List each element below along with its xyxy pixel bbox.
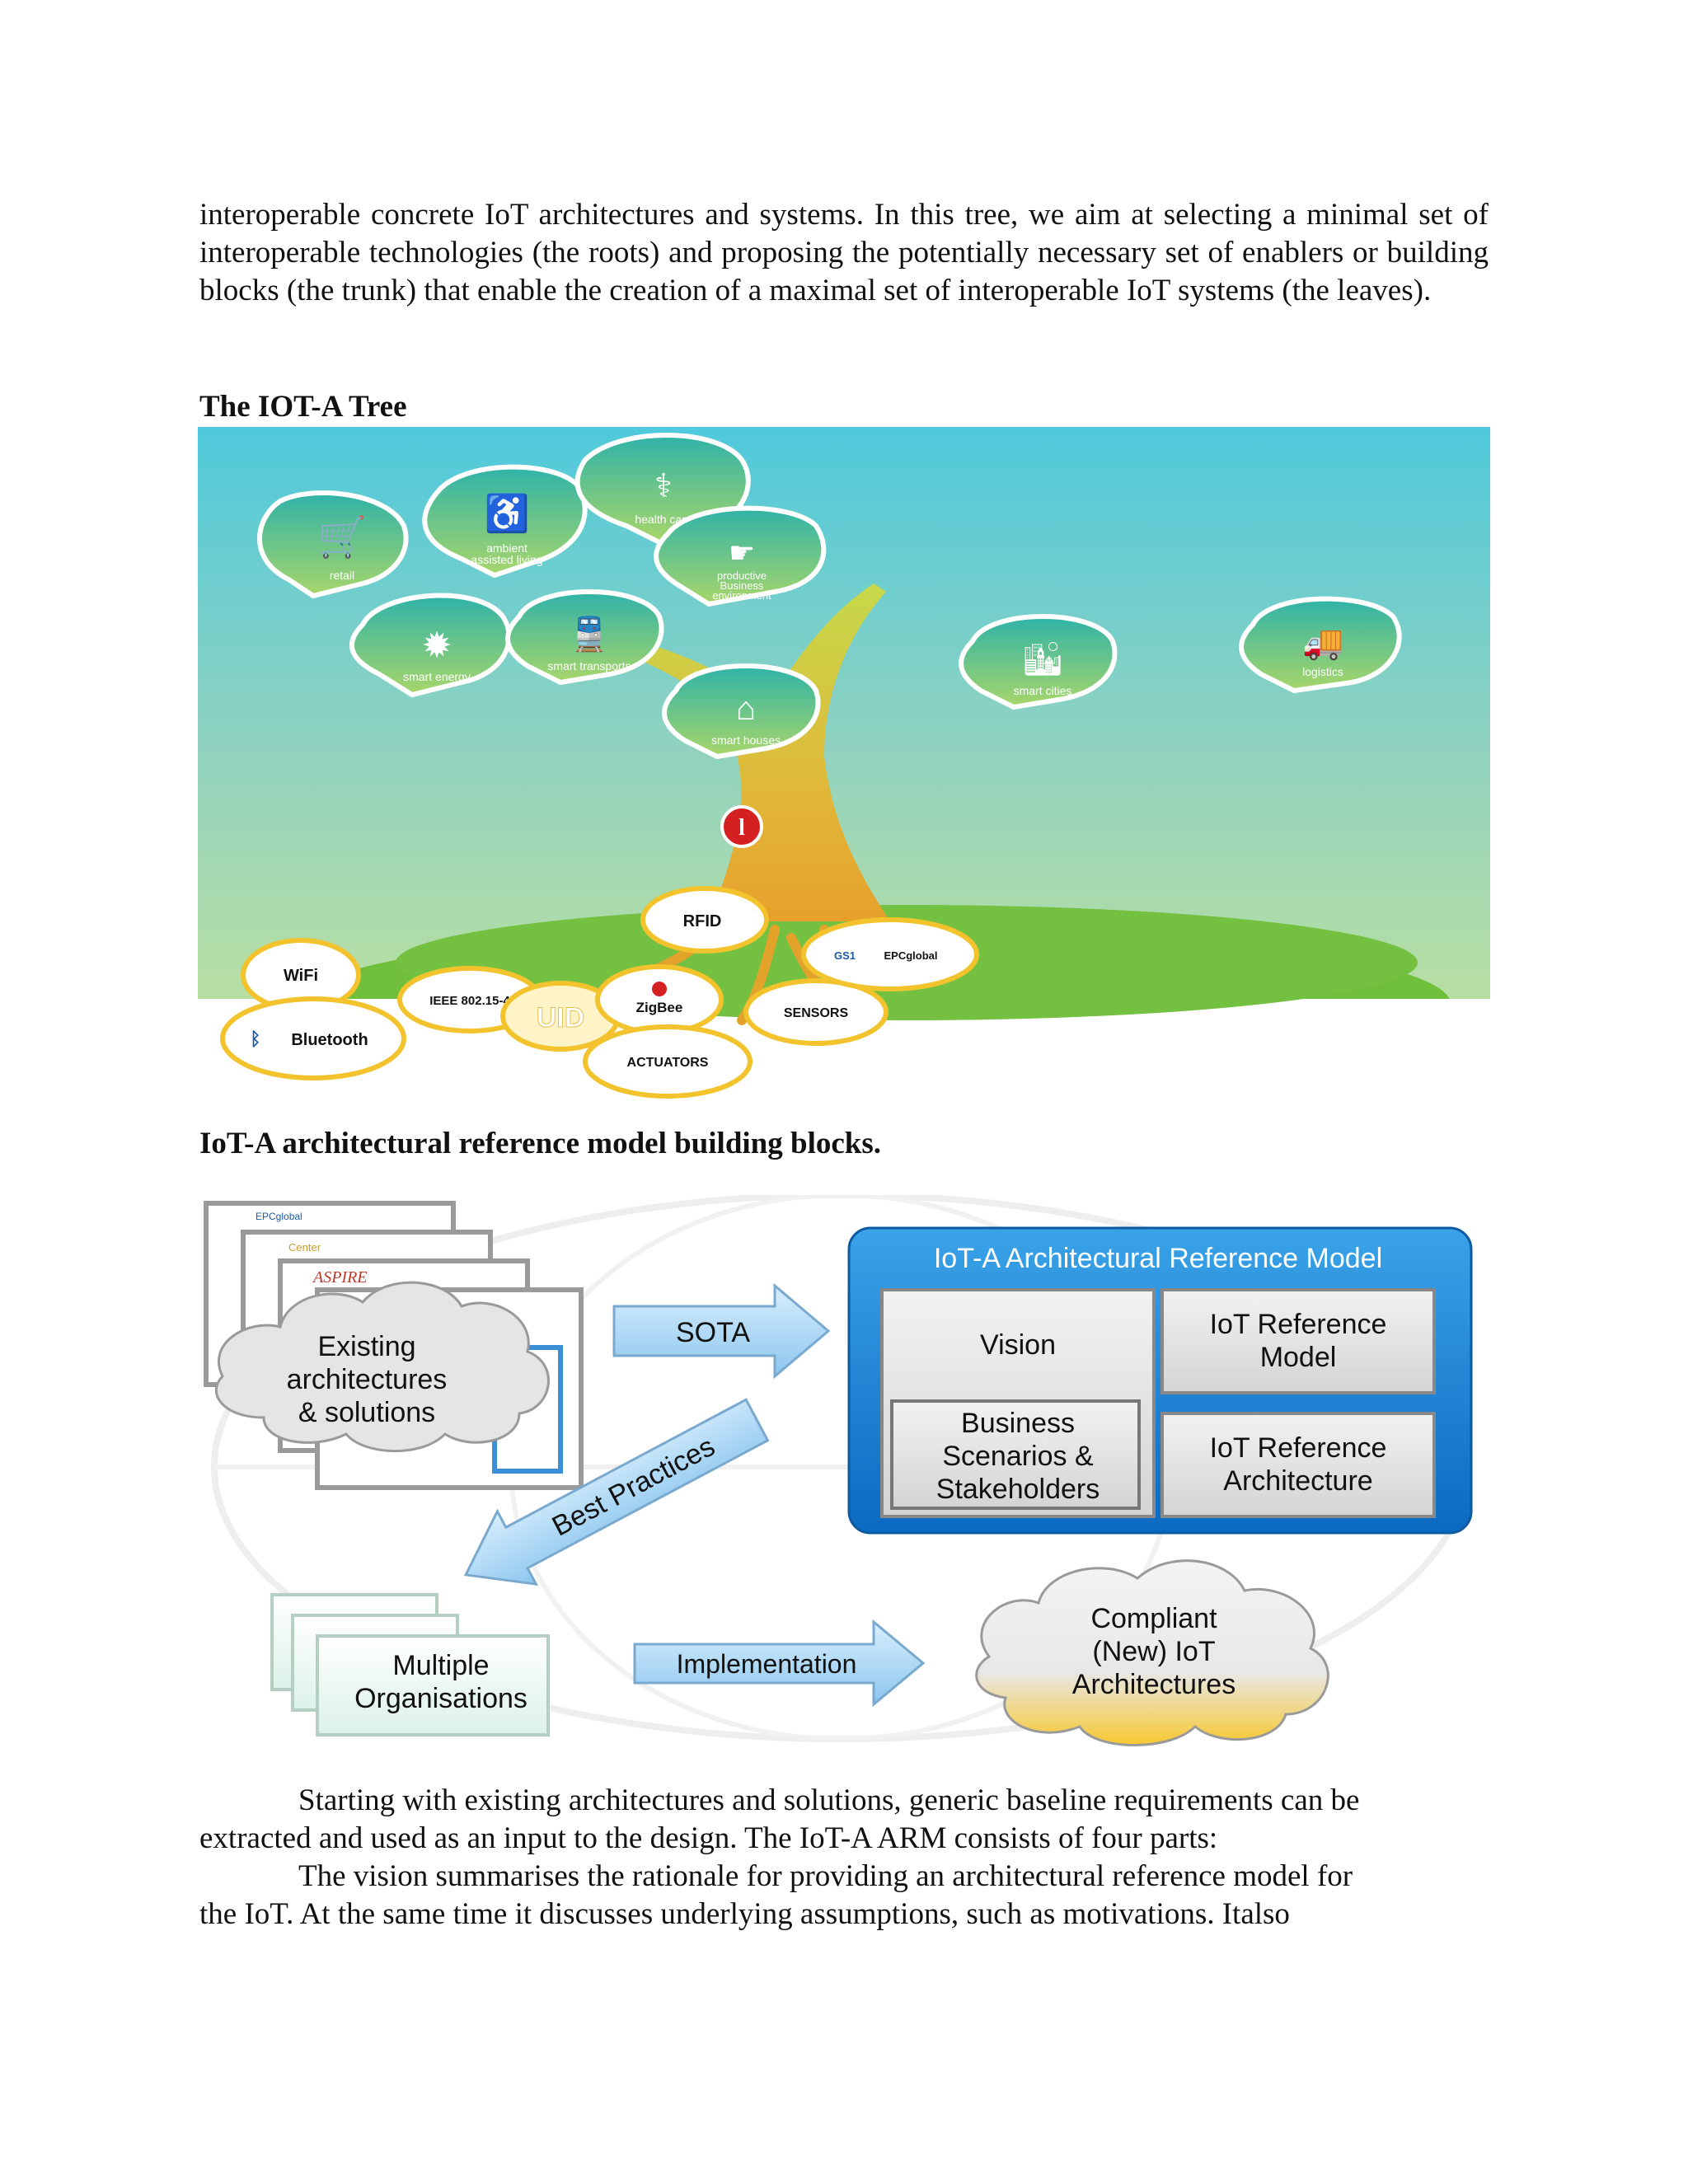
leaf-label: productive [717,569,767,582]
hand-icon: ☛ [729,537,755,569]
existing-label: architectures [287,1364,448,1395]
leaf-productive-business-environment: ☛ productive Business environment [654,505,827,607]
leaf-label: Business [720,579,764,592]
compliant-label: (New) IoT [1092,1636,1215,1667]
tree-heading: The IOT-A Tree [199,390,407,424]
leaf-retail: 🛒 retail [257,490,409,599]
business-label: Stakeholders [936,1474,1100,1505]
root-actuators: ACTUATORS [583,1024,753,1099]
leaf-smart-houses: ⌂ smart houses [662,663,821,760]
bluetooth-icon: ᛒ [250,1029,260,1049]
orgs-label: Organisations [354,1683,528,1714]
wheelchair-icon: ♿ [485,493,530,534]
root-label: WiFi [284,967,318,985]
existing-label: Existing [317,1331,415,1362]
paragraph-3-line-2: the IoT. At the same time it discusses u… [199,1897,1290,1931]
leaf-label: smart transports [547,659,631,673]
ref-arch-label: IoT Reference [1210,1432,1387,1464]
implementation-arrow: Implementation [633,1619,926,1708]
root-label: Bluetooth [291,1031,368,1049]
leaf-smart-transports: 🚆 smart transports [505,589,664,686]
sun-icon: ✹ [422,626,452,666]
orgs-label: Multiple [392,1650,489,1681]
root-label: SENSORS [784,1006,849,1020]
arm-heading: IoT-A architectural reference model buil… [199,1127,882,1160]
stethoscope-icon: ⚕ [654,467,673,504]
cart-icon: 🛒 [317,514,367,560]
intro-paragraph: interoperable concrete IoT architectures… [199,198,1489,307]
arm-model-box: IoT-A Architectural Reference Model Visi… [847,1226,1473,1535]
ref-arch-label: Architecture [1223,1465,1372,1497]
doc-label: EPCglobal [256,1211,302,1222]
city-icon: 🏙 [1022,640,1064,677]
root-bluetooth: ᛒ Bluetooth [220,996,406,1080]
paragraph-2-line-2: extracted and used as an input to the de… [199,1821,1218,1855]
leaf-smart-cities: 🏙 smart cities [959,614,1118,710]
root-rfid: RFID [640,886,769,954]
leaf-logistics: 🚚 logistics [1239,596,1402,694]
implementation-label: Implementation [677,1649,857,1679]
leaf-label: assisted living [471,553,542,566]
business-label: Scenarios & [942,1441,1094,1472]
multiple-organisations: Multiple Organisations [270,1593,550,1736]
arm-model-title: IoT-A Architectural Reference Model [934,1243,1382,1274]
root-label: ZigBee [636,1000,683,1015]
sota-arrow: SOTA [612,1282,831,1380]
existing-architectures-cloud: Existing architectures & solutions [214,1281,550,1453]
house-icon: ⌂ [736,690,756,727]
root-label: ACTUATORS [627,1056,709,1070]
arm-building-blocks-figure: EPCglobal Center ASPIRE sensei Existing … [204,1195,1473,1746]
root-label: IEEE 802.15-4 [429,994,510,1008]
paragraph-2-line-1: Starting with existing architectures and… [298,1783,1360,1817]
root-epcglobal: GS1 EPCglobal [801,917,979,991]
root-uid: UID [500,981,621,1052]
leaf-label: logistics [1302,665,1343,678]
compliant-architectures-cloud: Compliant (New) IoT Architectures [975,1559,1329,1746]
root-zigbee: ZigBee [595,964,724,1035]
ref-model-label: IoT Reference [1210,1309,1387,1340]
truck-icon: 🚚 [1302,624,1343,661]
doc-label: ASPIRE [312,1268,368,1286]
zigbee-icon [652,982,667,996]
sota-label: SOTA [676,1317,750,1348]
ref-model-label: Model [1260,1342,1337,1373]
leaf-label: retail [330,569,354,582]
leaf-label: smart cities [1014,684,1072,697]
existing-label: & solutions [298,1397,435,1428]
leaf-label: smart energy [403,670,471,683]
root-label: UID [537,1002,585,1033]
svg-text:l: l [738,815,745,841]
root-label: RFID [683,912,722,930]
root-label: GS1 [834,949,856,962]
train-icon: 🚆 [569,615,610,653]
leaf-label: smart houses [711,733,781,747]
vision-label: Vision [980,1329,1056,1361]
compliant-label: Compliant [1090,1603,1217,1634]
business-label: Business [961,1408,1075,1439]
root-label: EPCglobal [884,949,937,962]
leaf-label: ambient [486,541,528,555]
root-sensors: SENSORS [743,978,889,1046]
doc-label: Center [288,1241,321,1254]
leaf-label: environment [712,589,771,602]
iot-a-logo-icon [720,805,763,848]
paragraph-3-line-1: The vision summarises the rationale for … [298,1859,1353,1893]
leaf-ambient-assisted-living: ♿ ambient assisted living [422,464,588,579]
iot-a-tree-figure: l 🛒 retail ♿ ambient assisted living ⚕ h… [198,427,1490,1111]
compliant-label: Architectures [1072,1669,1236,1700]
